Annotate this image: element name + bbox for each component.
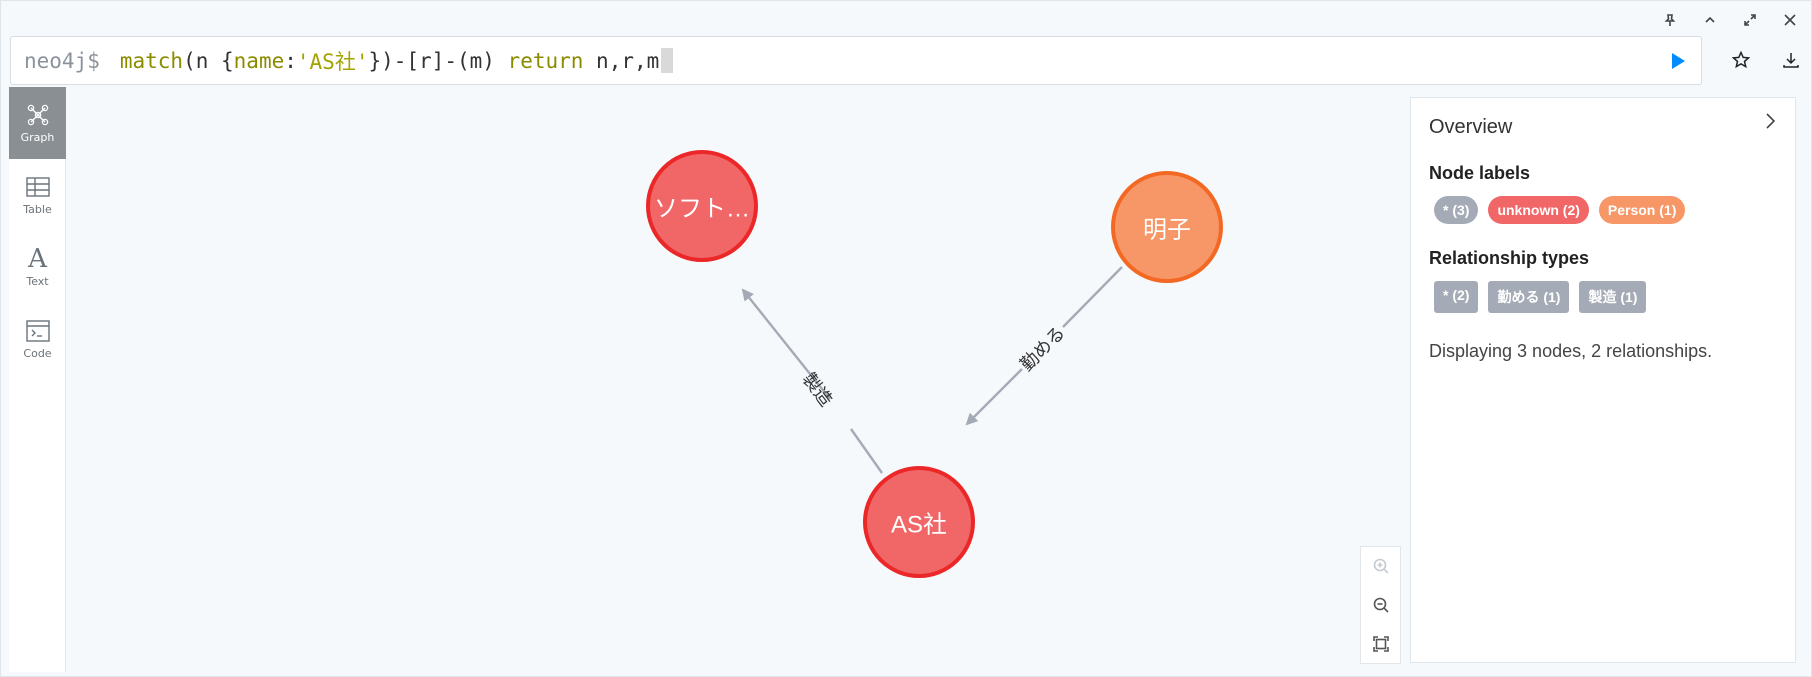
- relationship-label: 製造: [798, 369, 836, 410]
- fit-screen-icon: [1372, 635, 1389, 652]
- frame-controls: [1659, 9, 1801, 31]
- editor-prompt: neo4j$: [24, 48, 100, 73]
- pin-icon[interactable]: [1659, 9, 1681, 31]
- node-label-pill-unknown[interactable]: unknown (2): [1488, 196, 1589, 224]
- play-icon: [1672, 53, 1685, 69]
- overview-panel: Overview Node labels * (3) unknown (2) P…: [1410, 97, 1796, 663]
- relationship-edge-manufactures[interactable]: 製造: [741, 288, 883, 474]
- graph-node-akiko[interactable]: 明子: [1111, 171, 1223, 283]
- collapse-icon[interactable]: [1699, 9, 1721, 31]
- node-labels-heading: Node labels: [1429, 163, 1531, 183]
- graph-icon: [27, 104, 48, 126]
- fullscreen-icon[interactable]: [1739, 9, 1761, 31]
- view-code-button[interactable]: Code: [9, 303, 66, 375]
- node-label-pill-all[interactable]: * (3): [1434, 196, 1479, 224]
- zoom-out-button[interactable]: [1369, 593, 1393, 617]
- query-token: :: [284, 48, 297, 73]
- view-text-label: Text: [26, 275, 49, 288]
- relationship-type-pills: * (2) 勤める (1) 製造 (1): [1434, 281, 1777, 313]
- relationship-types-heading: Relationship types: [1429, 248, 1590, 268]
- download-button[interactable]: [1779, 48, 1803, 72]
- relationship-edge-works-at[interactable]: 勤める: [965, 266, 1123, 426]
- favorite-button[interactable]: [1729, 48, 1753, 72]
- table-icon: [25, 177, 50, 197]
- view-switcher: Graph Table A Text Code: [9, 87, 66, 672]
- close-icon[interactable]: [1779, 9, 1801, 31]
- run-query-button[interactable]: [1665, 49, 1689, 73]
- rel-type-pill-manufactures[interactable]: 製造 (1): [1579, 281, 1647, 313]
- query-editor[interactable]: neo4j$ match(n {name:'AS社'})-[r]-(m) ret…: [10, 36, 1702, 85]
- graph-canvas[interactable]: 製造 勤める ソフト… 明子 AS社: [67, 87, 1407, 672]
- star-icon: [1732, 51, 1750, 69]
- node-label-pill-person[interactable]: Person (1): [1598, 196, 1686, 224]
- code-icon: [25, 320, 50, 342]
- query-token: 'AS社': [296, 49, 369, 74]
- view-graph-button[interactable]: Graph: [9, 87, 66, 159]
- editor-actions: [1729, 48, 1803, 72]
- zoom-in-button[interactable]: [1369, 554, 1393, 578]
- relationship-label: 勤める: [1016, 322, 1069, 375]
- view-code-label: Code: [23, 347, 52, 360]
- overview-title: Overview: [1429, 116, 1513, 138]
- node-label: AS社: [891, 512, 947, 539]
- node-label-pills: * (3) unknown (2) Person (1): [1434, 196, 1777, 224]
- node-label: 明子: [1143, 217, 1191, 244]
- query-token: n,r,m: [583, 48, 660, 73]
- view-table-label: Table: [23, 203, 52, 216]
- rel-type-pill-works-at[interactable]: 勤める (1): [1488, 281, 1570, 313]
- zoom-out-icon: [1373, 597, 1389, 613]
- chevron-right-icon[interactable]: [1759, 110, 1781, 132]
- result-summary: Displaying 3 nodes, 2 relationships.: [1429, 341, 1713, 361]
- view-table-button[interactable]: Table: [9, 159, 66, 231]
- text-cursor: [661, 48, 674, 73]
- download-icon: [1783, 53, 1799, 68]
- fit-to-screen-button[interactable]: [1369, 632, 1393, 656]
- graph-node-software[interactable]: ソフト…: [646, 150, 758, 262]
- view-graph-label: Graph: [20, 131, 55, 144]
- text-icon: A: [28, 244, 47, 274]
- zoom-in-icon: [1373, 559, 1389, 574]
- node-label: ソフト…: [654, 196, 750, 223]
- query-token: })-[r]-(m): [368, 48, 508, 73]
- view-text-button[interactable]: A Text: [9, 231, 66, 303]
- rel-type-pill-all[interactable]: * (2): [1434, 281, 1479, 313]
- query-token: return: [507, 48, 584, 73]
- query-token: name: [233, 48, 285, 73]
- zoom-controls: [1360, 546, 1401, 664]
- query-token: (n {: [183, 48, 234, 73]
- query-token: match: [119, 48, 184, 73]
- graph-node-as-company[interactable]: AS社: [863, 466, 975, 578]
- query-text[interactable]: match(n {name:'AS社'})-[r]-(m) return n,r…: [119, 46, 674, 76]
